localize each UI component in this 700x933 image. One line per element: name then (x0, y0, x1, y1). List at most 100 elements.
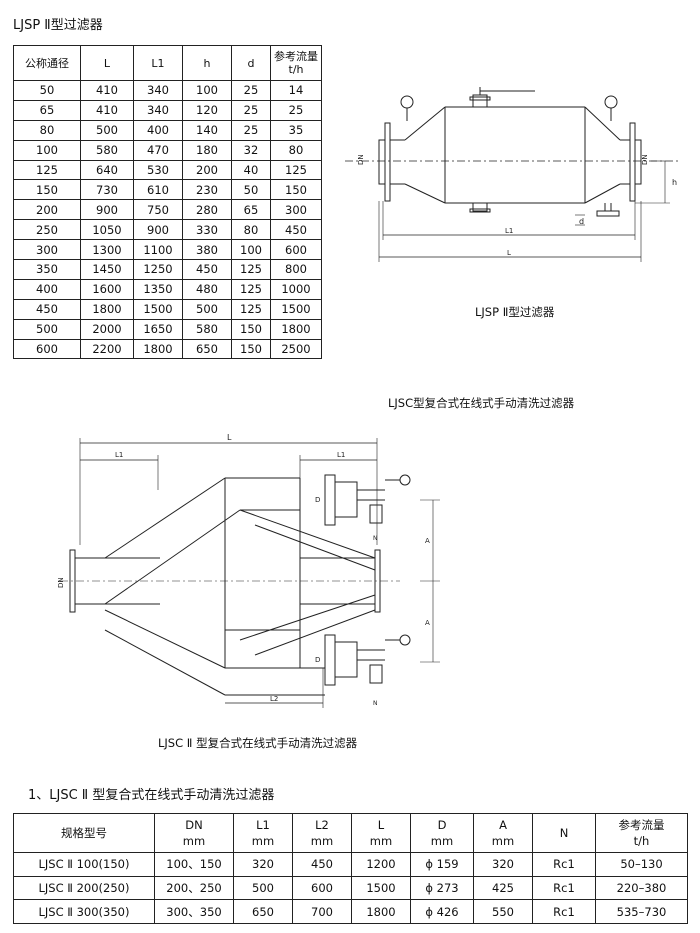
table-cell: 320 (473, 852, 533, 877)
table-cell: LJSC Ⅱ 200(250) (13, 875, 155, 901)
table-cell: 500 (182, 298, 232, 320)
l2-label: L2 (270, 695, 278, 703)
table-cell: 1350 (133, 278, 183, 300)
table-cell: 400 (13, 278, 81, 300)
table-cell: 530 (133, 159, 183, 181)
table-cell: 140 (182, 119, 232, 141)
a-label: A (425, 619, 430, 627)
figure-caption: LJSP Ⅱ型过滤器 (475, 305, 555, 319)
table-cell: 650 (182, 338, 232, 360)
dn-label: DN (641, 154, 649, 165)
section-title: 1、LJSC Ⅱ 型复合式在线式手动清洗过滤器 (28, 788, 275, 803)
table-cell: 300 (270, 199, 322, 221)
table-cell: 50 (13, 80, 81, 101)
table-cell: 100 (182, 80, 232, 101)
table-cell: 450 (182, 259, 232, 280)
col-header: 公称通径 (13, 45, 81, 81)
table-cell: 125 (231, 278, 271, 300)
col-header: N (532, 813, 596, 853)
col-header: L (80, 45, 134, 81)
table-cell: 65 (13, 99, 81, 121)
l1-label: L1 (505, 227, 513, 235)
table-cell: Rc1 (532, 875, 596, 901)
table-cell: LJSC Ⅱ 100(150) (13, 852, 155, 877)
table-cell: 500 (233, 875, 293, 901)
table-cell: 150 (231, 338, 271, 360)
d-label: d (579, 217, 584, 226)
table-cell: 35 (270, 119, 322, 141)
table-cell: 180 (182, 139, 232, 161)
table-cell: 2200 (80, 338, 134, 360)
l-label: L (507, 249, 511, 257)
col-header: 规格型号 (13, 813, 155, 853)
table-cell: 320 (233, 852, 293, 877)
table-cell: 25 (231, 119, 271, 141)
table-cell: 1800 (270, 318, 322, 340)
table-cell: 50 (231, 179, 271, 201)
l-label: L (227, 433, 232, 442)
table-cell: 1500 (133, 298, 183, 320)
table-cell: 580 (80, 139, 134, 161)
table-cell: 700 (292, 899, 352, 925)
table-cell: 2500 (270, 338, 322, 360)
a-label: A (425, 537, 430, 545)
figure-title: LJSC型复合式在线式手动清洗过滤器 (388, 396, 575, 410)
col-header: L1 (133, 45, 183, 81)
table-cell: 32 (231, 139, 271, 161)
n-label: N (373, 535, 378, 542)
table-cell: 1500 (270, 298, 322, 320)
table-cell: 100 (231, 239, 271, 261)
table-cell: 600 (270, 239, 322, 261)
table-cell: 125 (13, 159, 81, 181)
h-label: h (672, 178, 677, 187)
table-cell: 150 (270, 179, 322, 201)
table-cell: 535–730 (595, 899, 688, 925)
table-cell: ϕ 159 (410, 852, 474, 877)
table-cell: 200 (182, 159, 232, 181)
table-cell: 580 (182, 318, 232, 340)
table-cell: 25 (231, 80, 271, 101)
table-cell: 650 (233, 899, 293, 925)
table-cell: 730 (80, 179, 134, 201)
table-cell: 150 (231, 318, 271, 340)
table-cell: 330 (182, 219, 232, 241)
table-cell: 40 (231, 159, 271, 181)
table-cell: 470 (133, 139, 183, 161)
col-header: h (182, 45, 232, 81)
table-cell: 1000 (270, 278, 322, 300)
table-cell: Rc1 (532, 899, 596, 925)
table-cell: 450 (270, 219, 322, 241)
table-cell: 220–380 (595, 875, 688, 901)
table-cell: 65 (231, 199, 271, 221)
table-cell: 1650 (133, 318, 183, 340)
table-cell: 1800 (351, 899, 411, 925)
table-cell: 2000 (80, 318, 134, 340)
table-cell: 125 (231, 298, 271, 320)
table-cell: 125 (231, 259, 271, 280)
table-cell: 1800 (80, 298, 134, 320)
filter-title: LJSP Ⅱ型过滤器 (13, 18, 103, 33)
l1-label: L1 (337, 451, 345, 459)
table-cell: 80 (231, 219, 271, 241)
table-cell: 200、250 (154, 875, 234, 901)
table-cell: Rc1 (532, 852, 596, 877)
table-cell: ϕ 273 (410, 875, 474, 901)
table-cell: 900 (133, 219, 183, 241)
table-cell: 800 (270, 259, 322, 280)
table-cell: 1250 (133, 259, 183, 280)
table-cell: 640 (80, 159, 134, 181)
